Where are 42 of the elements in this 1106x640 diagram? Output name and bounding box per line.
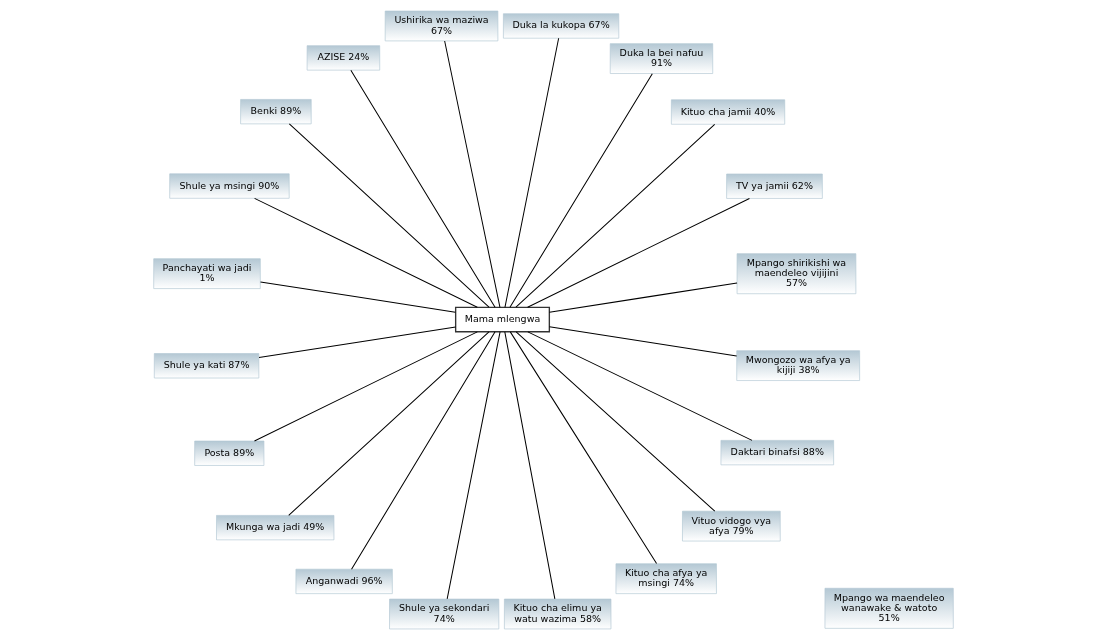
connector bbox=[259, 281, 456, 313]
node-box: Posta 89% bbox=[193, 440, 264, 466]
node-box: Ushirika wa maziwa 67% bbox=[384, 10, 498, 42]
node-box: Duka la bei nafuu 91% bbox=[609, 43, 713, 74]
connector bbox=[548, 326, 737, 357]
connector bbox=[446, 331, 501, 600]
connector bbox=[257, 326, 456, 359]
node-box: Mama mlengwa bbox=[454, 306, 550, 333]
connector bbox=[509, 331, 657, 564]
connector bbox=[443, 40, 500, 308]
node-box: TV ya jamii 62% bbox=[725, 173, 823, 199]
node-box: Mkunga wa jadi 49% bbox=[215, 515, 334, 541]
connector bbox=[515, 331, 715, 512]
node-box: Mpango shirikishi wa maendeleo vijijini 57% bbox=[736, 253, 856, 295]
node-box: Kituo cha afya ya msingi 74% bbox=[615, 563, 717, 594]
connector bbox=[508, 73, 653, 308]
connector bbox=[503, 331, 555, 600]
connector bbox=[287, 331, 489, 516]
node-box: Vituo vidogo vya afya 79% bbox=[681, 510, 781, 542]
connector bbox=[288, 123, 489, 308]
node-box: Anganwadi 96% bbox=[295, 568, 393, 594]
connector bbox=[503, 37, 559, 308]
connector bbox=[349, 69, 496, 308]
node-box: Mwongozo wa afya ya kijiji 38% bbox=[735, 350, 860, 381]
node-box: Benki 89% bbox=[239, 99, 312, 125]
node-box: Duka la kukopa 67% bbox=[502, 13, 619, 39]
connector bbox=[253, 197, 478, 308]
connector bbox=[350, 331, 496, 570]
node-box: Panchayati wa jadi 1% bbox=[152, 258, 261, 289]
node-box: AZISE 24% bbox=[306, 45, 380, 71]
node-box: Kituo cha elimu ya watu wazima 58% bbox=[503, 598, 611, 630]
connector bbox=[514, 123, 715, 308]
node-box: Kituo cha jamii 40% bbox=[670, 99, 785, 125]
connector bbox=[253, 331, 478, 442]
connector bbox=[526, 198, 750, 308]
node-box: Daktari binafsi 88% bbox=[720, 440, 834, 466]
node-box: Shule ya sekondari 74% bbox=[388, 598, 499, 630]
node-box: Shule ya kati 87% bbox=[153, 353, 259, 379]
connector bbox=[526, 331, 752, 441]
node-box: Mpango wa maendeleo wanawake & watoto 51% bbox=[824, 587, 954, 629]
node-box: Shule ya msingi 90% bbox=[168, 173, 290, 199]
connector bbox=[548, 282, 738, 313]
